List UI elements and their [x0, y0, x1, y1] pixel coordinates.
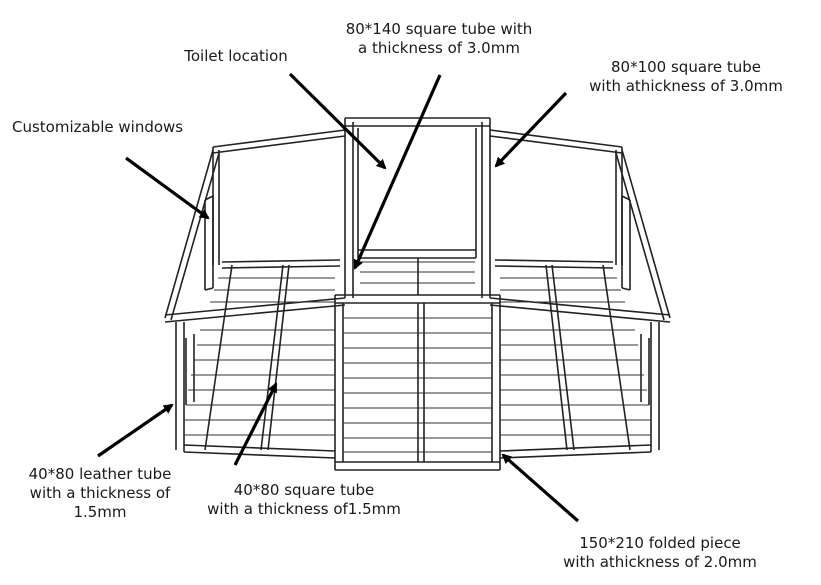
label-line: with athickness of 3.0mm [589, 77, 783, 95]
arrow-square-tube-40x80 [233, 382, 278, 466]
annotation-arrows [97, 72, 580, 523]
left-wing-frame [164, 129, 346, 459]
label-square-tube-80x140: 80*140 square tube with a thickness of 3… [319, 20, 559, 58]
label-line: 80*140 square tube with [345, 20, 533, 38]
label-line: Toilet location [184, 47, 288, 65]
label-leather-tube-40x80: 40*80 leather tube with a thickness of 1… [14, 465, 186, 522]
label-line: with athickness of 2.0mm [563, 553, 757, 571]
label-line: 80*100 square tube [611, 58, 761, 76]
right-wing-frame [489, 129, 671, 459]
arrow-folded-piece [501, 453, 580, 523]
arrow-leather-tube [97, 403, 174, 458]
label-line: with a thickness of [29, 484, 171, 502]
label-line: with a thickness of1.5mm [207, 500, 401, 518]
label-square-tube-40x80: 40*80 square tube with a thickness of1.5… [184, 481, 424, 519]
label-line: 40*80 square tube [233, 481, 375, 499]
label-line: 150*210 folded piece [579, 534, 741, 552]
arrow-square-tube-80x140 [353, 74, 442, 270]
arrow-toilet [288, 72, 387, 170]
center-module-frame [334, 117, 501, 471]
label-line: 1.5mm [73, 503, 127, 521]
label-square-tube-80x100: 80*100 square tube with athickness of 3.… [566, 58, 806, 96]
label-windows: Customizable windows [12, 118, 232, 137]
label-line: 40*80 leather tube [28, 465, 172, 483]
label-line: Customizable windows [12, 118, 184, 136]
label-folded-piece-150x210: 150*210 folded piece with athickness of … [540, 534, 780, 572]
label-toilet: Toilet location [166, 47, 306, 66]
label-line: a thickness of 3.0mm [358, 39, 520, 57]
arrow-square-tube-80x100 [494, 91, 568, 168]
arrow-windows [125, 156, 210, 220]
